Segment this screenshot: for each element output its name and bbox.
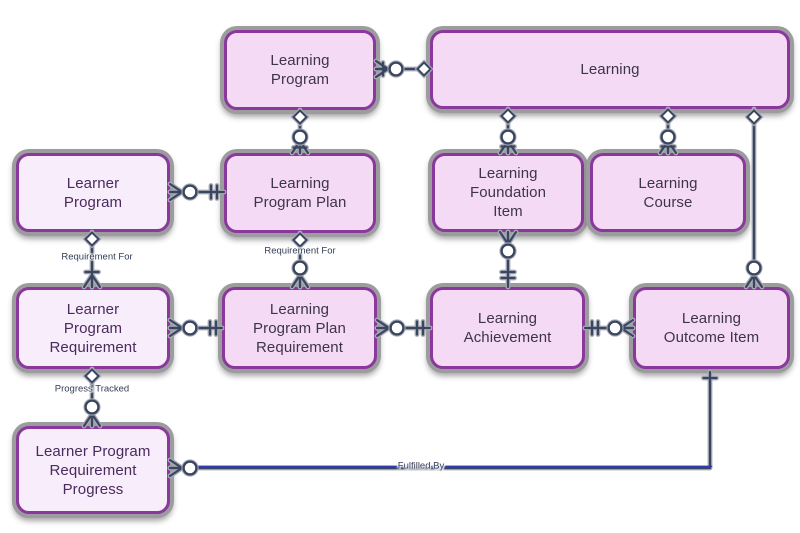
entity-label: Learning Program [270,52,330,88]
entity-learner-program: Learner Program [16,153,170,232]
diamond-marker [416,61,432,77]
circle-marker [389,320,405,336]
entity-learning-course: Learning Course [590,153,746,232]
connector-learning-program-plan-requirement--learning-achievement [374,317,433,339]
connector-learning--learning-foundation-item [497,106,519,156]
circle-marker [292,260,308,276]
circle-marker [182,460,198,476]
circle-marker [182,184,198,200]
entity-label: Learner Program Requirement Progress [35,442,151,498]
connector-learning-achievement--learning-outcome-item [582,317,636,339]
connector-learning--learning-outcome-item [743,106,765,290]
diamond-marker [660,108,676,124]
entity-label: Learning Course [638,174,698,211]
relationship-label-fulfilled-by: Fulfilled By [397,460,445,472]
circle-marker [500,243,516,259]
connector-learner-program-requirement--learner-program-requirement-progress [81,366,103,429]
circle-marker [746,260,762,276]
entity-label: Learning Achievement [463,310,552,346]
relationship-label-progress-tracked: Progress Tracked [54,383,130,395]
diamond-marker [292,109,308,125]
entity-learning-achievement: Learning Achievement [430,287,585,369]
entity-learning-program-plan-requirement: Learning Program Plan Requirement [222,287,377,369]
connector-learning-program--learning-program-plan [289,107,311,156]
entity-learning-program-plan: Learning Program Plan [224,153,376,233]
circle-marker [500,129,516,145]
diamond-marker [84,231,100,247]
diamond-marker [746,109,762,125]
circle-marker [607,320,623,336]
circle-marker [182,320,198,336]
entity-learning-outcome-item: Learning Outcome Item [633,287,790,369]
connector-learning-foundation-item--learning-achievement [497,229,519,290]
connector-learning-program--learning [373,58,434,80]
entity-label: Learning Program Plan [253,175,347,211]
entity-learner-program-requirement-progress: Learner Program Requirement Progress [16,426,170,514]
entity-learner-program-requirement: Learner Program Requirement [16,287,170,369]
circle-marker [660,129,676,145]
entity-label: Learning Program Plan Requirement [253,300,346,356]
entity-learning-foundation-item: Learning Foundation Item [432,153,584,232]
entity-learning-program: Learning Program [224,30,376,110]
entity-label: Learning [580,61,640,78]
connector-learner-program--learning-program-plan [167,181,227,203]
entity-label: Learner Program Requirement [49,300,137,356]
circle-marker [84,399,100,415]
relationship-label-requirement-for: Requirement For [61,251,133,263]
connector-learner-program-requirement--learning-program-plan-requirement [167,317,225,339]
connector-learning--learning-course [657,106,679,156]
entity-label: Learner Program [63,174,123,211]
entity-label: Learning Foundation Item [469,165,547,220]
relationship-label-requirement-for: Requirement For [264,245,336,257]
diamond-marker [500,108,516,124]
entity-label: Learning Outcome Item [663,310,760,346]
connector-learning-program-plan--learning-program-plan-requirement [289,230,311,290]
diamond-marker [84,368,100,384]
entity-learning: Learning [430,30,790,109]
circle-marker [388,61,404,77]
circle-marker [292,129,308,145]
